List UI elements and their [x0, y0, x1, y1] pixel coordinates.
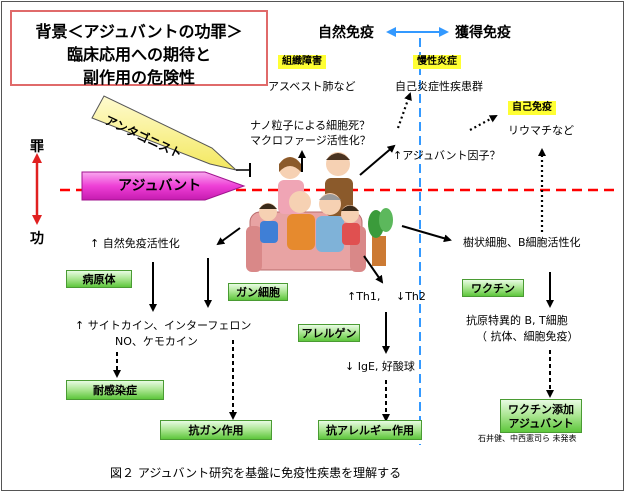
infection-resistance-box: 耐感染症 [66, 380, 164, 400]
title-box: 背景＜アジュバントの功罪＞ 臨床応用への期待と 副作用の危険性 [10, 10, 268, 87]
pathogen-box: 病原体 [66, 270, 132, 288]
dc-b-activation-text: 樹状細胞、B細胞活性化 [463, 236, 581, 249]
figure-caption: 図２ アジュバント研究を基盤に免疫性疾患を理解する [110, 466, 402, 480]
antiallergy-box: 抗アレルギー作用 [318, 420, 422, 440]
arrow-to-chronic [359, 144, 396, 176]
chronic-inflammation-badge: 慢性炎症 [413, 55, 461, 69]
asbestos-text: アスベスト肺など [268, 80, 356, 93]
dotted-arrow-autoimmunity [469, 115, 498, 131]
dotted-arrow-chronic [396, 92, 412, 129]
header-acquired: 獲得免疫 [455, 25, 511, 41]
autoimmunity-badge: 自己免疫 [508, 101, 556, 115]
vaccine-adjuvant-line-2: アジュバント [508, 416, 574, 430]
adjuvant-label: アジュバント [118, 178, 202, 194]
nano-text-1: ナノ粒子による細胞死？ [250, 119, 371, 132]
allergen-box: アレルゲン [298, 324, 360, 342]
tissue-damage-badge: 組織障害 [278, 55, 326, 69]
th1-text: ↑Th1, [347, 290, 381, 303]
adjuvant-factor-text: ↑アジュバント因子？ [393, 149, 501, 162]
antagonist-arrow-shape [91, 95, 251, 177]
cytokine-text-2: NO、ケモカイン [115, 335, 198, 348]
autoinflammatory-text: 自己炎症性疾患群 [395, 80, 483, 93]
cytokine-text-1: ↑ サイトカイン、インターフェロン [75, 319, 252, 332]
arrow-to-th [363, 255, 384, 284]
antigen-text-2: （ 抗体、細胞免疫） [476, 330, 579, 343]
anticancer-box: 抗ガン作用 [160, 420, 272, 440]
vaccine-adjuvant-box: ワクチン添加 アジュバント [500, 399, 582, 433]
header-innate: 自然免疫 [318, 25, 374, 41]
title-line-1: 背景＜アジュバントの功罪＞ [35, 22, 243, 41]
rheumatism-text: リウマチなど [508, 124, 574, 137]
credit-text: 石井健、中西憲司ら 未発表 [478, 434, 577, 443]
innate-activation-text: ↑ 自然免疫活性化 [90, 237, 180, 250]
nano-text-2: マクロファージ活性化？ [250, 134, 371, 147]
family-illustration [246, 152, 393, 272]
cancer-cell-box: ガン細胞 [228, 283, 288, 301]
arrow-to-innate-activation [216, 227, 241, 246]
th2-text: ↓Th2 [396, 290, 426, 303]
adjuvant-arrow-shape [81, 171, 246, 201]
label-sin: 罪 [30, 139, 44, 155]
label-merit: 功 [30, 231, 44, 247]
title-line-3: 副作用の危険性 [82, 68, 195, 87]
ige-text: ↓ IgE, 好酸球 [345, 360, 415, 373]
vaccine-box: ワクチン [462, 279, 524, 297]
antigen-text-1: 抗原特異的 B, T細胞 [466, 314, 568, 327]
vaccine-adjuvant-line-1: ワクチン添加 [508, 402, 574, 416]
arrow-to-dc [401, 225, 452, 243]
title-line-2: 臨床応用への期待と [66, 45, 211, 64]
